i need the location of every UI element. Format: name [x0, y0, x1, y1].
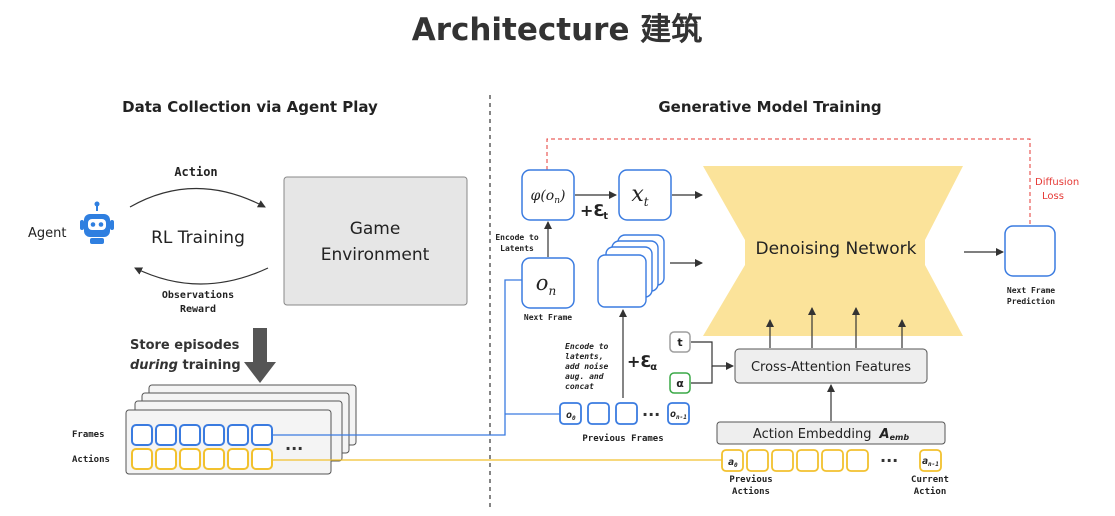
encode-latents-line2: Latents	[500, 244, 534, 253]
diffusion-loss-line2: Loss	[1042, 191, 1064, 202]
prediction-box	[1004, 225, 1056, 277]
encode-noise-line-3: aug. and	[565, 372, 604, 381]
reward-label: Reward	[180, 304, 216, 315]
game-environment-box	[283, 176, 468, 306]
actions-label: Actions	[72, 454, 110, 465]
t-to-cross-attn-arrow	[691, 341, 734, 370]
previous-actions-line2: Actions	[732, 486, 770, 497]
right-heading: Generative Model Training	[658, 98, 881, 116]
previous-frames-label: Previous Frames	[582, 433, 663, 444]
alpha-token-label: α	[676, 377, 684, 390]
current-action-line2: Action	[914, 486, 947, 497]
stacked-latent-frames	[597, 234, 665, 308]
action-cells	[131, 448, 273, 470]
on-box	[521, 257, 575, 309]
observations-label: Observations	[162, 289, 234, 301]
t-token-label: t	[677, 336, 682, 349]
plus-eps-t: +ℇt	[580, 201, 608, 222]
on-label: on	[536, 271, 556, 298]
alpha-token	[669, 372, 691, 394]
cross-attn-to-network-arrows	[766, 307, 906, 348]
robot-icon	[80, 201, 114, 244]
encode-noise-note: Encode to latents, add noise aug. and co…	[565, 342, 609, 391]
prev-frames-ellipsis: ···	[642, 405, 660, 424]
denoising-network-label: Denoising Network	[756, 239, 917, 259]
store-down-arrow	[244, 328, 276, 383]
action-an1-label: an-1	[922, 456, 939, 468]
prev-frame-o0	[559, 402, 582, 425]
previous-action-cells	[721, 449, 869, 472]
encode-noise-line-4: concat	[565, 382, 594, 391]
actions-ellipsis: ···	[880, 451, 898, 470]
episode-ellipsis: ...	[285, 435, 303, 454]
cross-attention-box	[734, 348, 928, 384]
agent-label: Agent	[28, 226, 66, 241]
frame-cells	[131, 424, 273, 446]
encode-noise-line-2: add noise	[565, 361, 609, 371]
action-embedding-box	[716, 421, 946, 445]
rl-training-label: RL Training	[151, 228, 245, 248]
frames-connection-line	[272, 279, 522, 436]
encode-noise-line-0: Encode to	[565, 342, 609, 351]
previous-actions-line1: Previous	[729, 474, 772, 485]
diffusion-loss-path	[546, 138, 1031, 225]
prev-frame-o2	[615, 402, 638, 425]
prev-frame-o0-label: o0	[566, 410, 576, 422]
xt-label: xt	[631, 182, 648, 209]
frames-label: Frames	[72, 430, 105, 440]
cross-attention-label: Cross-Attention Features	[751, 360, 911, 375]
action-label: Action	[174, 165, 217, 179]
t-token	[669, 331, 691, 353]
alpha-to-cross-attn-line	[691, 366, 713, 384]
store-episodes-line1: Store episodes	[130, 338, 240, 353]
phi-label: φ(on)	[531, 188, 566, 206]
action-a0-label: a0	[728, 457, 738, 469]
prev-frame-on1	[667, 402, 690, 425]
xt-box	[618, 169, 672, 221]
store-episodes-line2: during training	[130, 358, 241, 373]
prev-frame-on1-label: on-1	[670, 409, 687, 421]
denoising-network-shape	[703, 166, 963, 336]
game-env-line1: Game	[350, 219, 401, 239]
current-action-cell	[919, 449, 942, 472]
next-frame-pred-line1: Next Frame	[1007, 286, 1055, 295]
current-action-line1: Current	[911, 475, 949, 485]
next-frame-pred-line2: Prediction	[1007, 296, 1055, 306]
observation-arrow	[134, 267, 269, 285]
next-frame-label: Next Frame	[524, 313, 572, 322]
plus-eps-alpha: +ℇα	[627, 352, 657, 373]
encode-latents-line1: Encode to	[495, 233, 539, 242]
action-arrow	[129, 188, 266, 208]
phi-encoder-box	[521, 169, 575, 221]
page-title: Architecture 建筑	[412, 12, 703, 48]
encode-noise-line-1: latents,	[565, 352, 604, 361]
left-heading: Data Collection via Agent Play	[122, 98, 378, 116]
diffusion-loss-line1: Diffusion	[1035, 177, 1079, 188]
game-env-line2: Environment	[321, 245, 430, 265]
prev-frame-o1	[587, 402, 610, 425]
